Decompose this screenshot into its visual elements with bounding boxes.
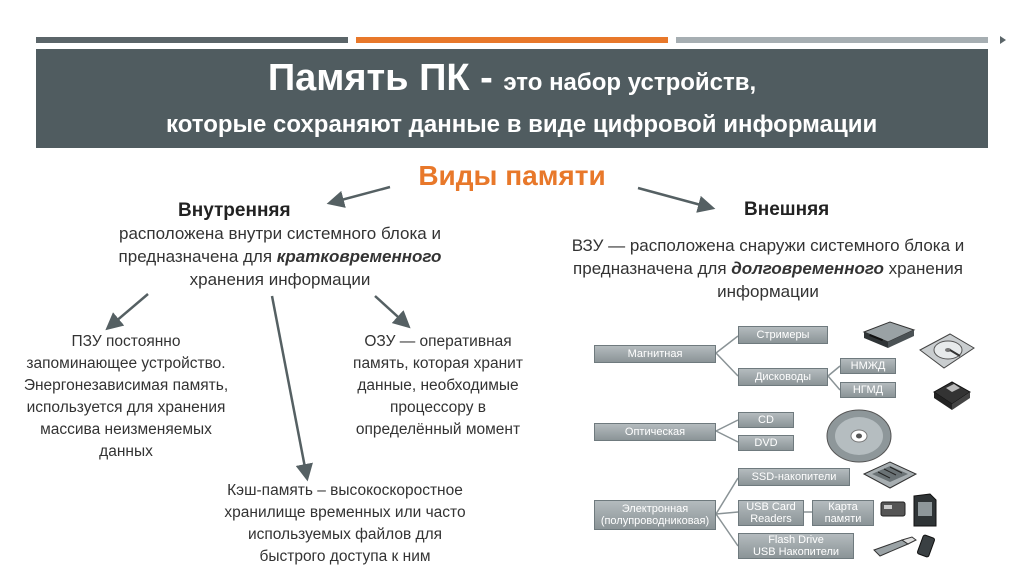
cache-line: быстрого доступа к ним <box>190 546 500 568</box>
scheme-memory-card-line-2: памяти <box>825 513 862 525</box>
ram-line: определённый момент <box>318 419 558 441</box>
internal-desc-line-1: расположена внутри системного блока и <box>40 222 520 245</box>
external-desc-emphasis: долговременного <box>731 259 884 278</box>
rom-description: ПЗУ постоянно запоминающее устройство. Э… <box>0 331 252 463</box>
external-desc-line-2-post: хранения <box>884 259 963 278</box>
scheme-hdd: НМЖД <box>840 358 896 374</box>
ram-line: процессору в <box>318 397 558 419</box>
usb-stick-icon <box>914 532 944 562</box>
arrow-to-rom <box>108 294 148 328</box>
scheme-usb-card-line-2: Readers <box>750 513 792 525</box>
arrow-to-external <box>638 188 712 208</box>
scheme-magnetic: Магнитная <box>594 345 716 363</box>
scheme-flash-line-1: Flash Drive <box>768 534 824 546</box>
rom-line: данных <box>0 441 252 463</box>
rom-line: запоминающее устройство. <box>0 353 252 375</box>
floppy-disk-icon <box>930 378 974 414</box>
external-desc-line-3: информации <box>528 280 1008 303</box>
ram-line: ОЗУ — оперативная <box>318 331 558 353</box>
internal-desc-line-2: предназначена для кратковременного <box>40 245 520 268</box>
ram-line: данные, необходимые <box>318 375 558 397</box>
external-desc-line-2-pre: предназначена для <box>573 259 731 278</box>
external-description: ВЗУ — расположена снаружи системного бло… <box>528 234 1008 303</box>
scheme-usb-card-readers: USB Card Readers <box>738 500 804 526</box>
streamer-device-icon <box>860 318 916 350</box>
external-storage-scheme: Магнитная Стримеры Дисководы НМЖД НГМД О… <box>580 318 1024 574</box>
rom-line: Энергонезависимая память, <box>0 375 252 397</box>
scheme-electronic-line-2: (полупроводниковая) <box>601 515 709 527</box>
arrow-to-internal <box>330 187 390 203</box>
rom-line: ПЗУ постоянно <box>0 331 252 353</box>
scheme-disk-drives: Дисководы <box>738 368 828 386</box>
internal-desc-line-2-pre: предназначена для <box>119 247 277 266</box>
internal-title: Внутренняя <box>178 200 291 222</box>
scheme-electronic: Электронная (полупроводниковая) <box>594 500 716 530</box>
arrow-to-cache <box>272 296 307 478</box>
cache-line: Кэш-память – высокоскоростное <box>190 480 500 502</box>
scheme-flash-drive: Flash Drive USB Накопители <box>738 533 854 559</box>
scheme-electronic-line-1: Электронная <box>622 503 689 515</box>
external-desc-line-2: предназначена для долговременного хранен… <box>528 257 1008 280</box>
memory-card-icon <box>910 490 940 530</box>
scheme-memory-card: Карта памяти <box>812 500 874 526</box>
rom-line: массива неизменяемых <box>0 419 252 441</box>
scheme-cd: CD <box>738 412 794 428</box>
scheme-fdd: НГМД <box>840 382 896 398</box>
cache-description: Кэш-память – высокоскоростное хранилище … <box>190 480 500 568</box>
external-title: Внешняя <box>744 199 829 221</box>
cache-line: хранилище временных или часто <box>190 502 500 524</box>
scheme-memory-card-line-1: Карта <box>828 501 857 513</box>
arrow-to-ram <box>375 296 408 326</box>
hdd-device-icon <box>916 330 976 372</box>
external-desc-line-1: ВЗУ — расположена снаружи системного бло… <box>528 234 1008 257</box>
cache-line: используемых файлов для <box>190 524 500 546</box>
internal-desc-line-3: хранения информации <box>40 268 520 291</box>
internal-description: расположена внутри системного блока и пр… <box>40 222 520 291</box>
scheme-usb-card-line-1: USB Card <box>746 501 796 513</box>
ram-line: память, которая хранит <box>318 353 558 375</box>
ram-description: ОЗУ — оперативная память, которая хранит… <box>318 331 558 441</box>
rom-line: используется для хранения <box>0 397 252 419</box>
flash-drive-icon <box>868 534 918 564</box>
scheme-flash-line-2: USB Накопители <box>753 546 839 558</box>
scheme-streamers: Стримеры <box>738 326 828 344</box>
card-reader-icon <box>878 498 908 520</box>
scheme-dvd: DVD <box>738 435 794 451</box>
internal-desc-emphasis: кратковременного <box>277 247 442 266</box>
scheme-optical: Оптическая <box>594 423 716 441</box>
scheme-ssd: SSD-накопители <box>738 468 850 486</box>
